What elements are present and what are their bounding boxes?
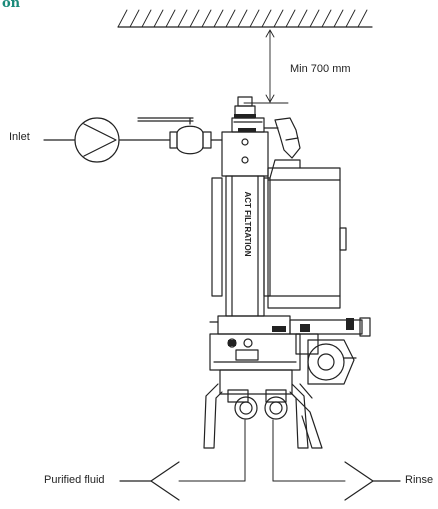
right-valve-assembly xyxy=(289,317,371,399)
top-fittings xyxy=(231,96,301,159)
outlet-pipes xyxy=(227,389,288,420)
inlet-valve xyxy=(137,117,223,155)
rinse-label: Rinse xyxy=(405,474,434,486)
outlet-lines xyxy=(178,419,346,482)
rinse-arrow xyxy=(344,461,401,501)
filter-column xyxy=(211,131,271,317)
lower-block xyxy=(209,315,301,395)
purified-fluid-label: Purified fluid xyxy=(44,474,105,486)
inlet-label: Inlet xyxy=(9,131,30,143)
side-housing xyxy=(267,159,347,309)
device-brand-text: ACT FILTRATION xyxy=(243,191,252,256)
ceiling xyxy=(117,9,373,28)
support-legs xyxy=(203,383,323,449)
dark-details xyxy=(228,114,354,346)
clearance-dimension xyxy=(243,29,289,104)
clearance-label: Min 700 mm xyxy=(290,63,351,75)
inlet-pump-symbol xyxy=(43,117,171,163)
corner-text: on xyxy=(2,0,21,11)
purified-arrow xyxy=(119,461,180,501)
